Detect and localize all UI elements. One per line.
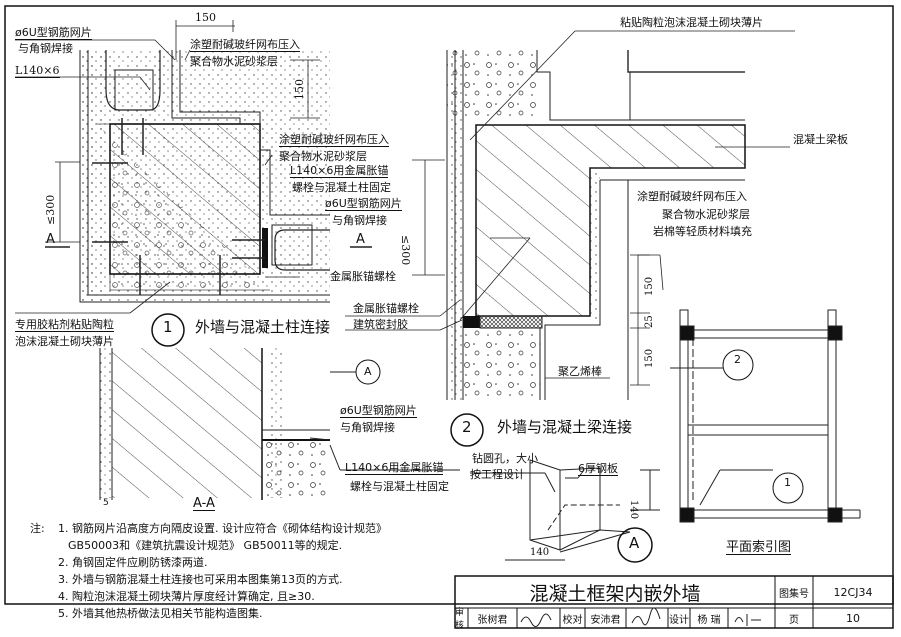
drawing-title: 混凝土框架内嵌外墙 — [529, 582, 701, 605]
rebar-label-1: ø6U型钢筋网片 — [15, 26, 92, 40]
detail-mark: A — [629, 534, 640, 552]
dimension-label: ≤300 — [44, 194, 57, 225]
detail-number: 2 — [462, 418, 472, 436]
anchor-label: 螺栓与混凝土柱固定 — [292, 181, 391, 194]
detail-a-drawing — [470, 459, 660, 563]
bolt-label: 金属胀锚螺栓 — [330, 270, 396, 283]
index-mark: 2 — [734, 353, 741, 366]
note-item: 3. 外墙与钢筋混凝土柱连接也可采用本图集第13页的方式. — [58, 573, 343, 586]
fill-label: 岩棉等轻质材料填充 — [653, 225, 752, 238]
hole-label: 按工程设计 — [470, 468, 525, 481]
dimension-label: 140 — [628, 500, 639, 520]
dimension-label: 140 — [530, 547, 550, 558]
notes-prefix: 注: — [30, 522, 45, 535]
detail-1-drawing — [15, 20, 445, 347]
anchor-label: 螺栓与混凝土柱固定 — [350, 480, 449, 493]
note-item: GB50003和《建筑抗震设计规范》 GB50011等的规定. — [68, 539, 343, 552]
coating-label: 聚合物水泥砂浆层 — [279, 150, 367, 163]
detail-title: 外墙与混凝土梁连接 — [497, 418, 633, 436]
coating-label: 聚合物水泥砂浆层 — [662, 208, 750, 221]
atlas-label: 图集号 — [779, 588, 809, 600]
note-item: 2. 角钢固定件应刷防锈漆两道. — [58, 556, 208, 569]
adhesive-label: 专用胶粘剂粘贴陶粒 — [15, 318, 114, 332]
beam-label: 混凝土梁板 — [793, 133, 848, 146]
dimension-label: 25 — [644, 315, 655, 328]
detail-title: 外墙与混凝土柱连接 — [195, 318, 331, 336]
checker-name: 安沛君 — [590, 614, 621, 626]
sheet-border — [4, 5, 894, 605]
detail-2-drawing — [345, 30, 795, 447]
note-item: 5. 外墙其他热桥做法见相关节能构造图集. — [58, 607, 263, 620]
dimension-label: 150 — [644, 348, 655, 368]
atlas-number: 12CJ34 — [833, 585, 873, 599]
plate-label: 6厚钢板 — [578, 462, 618, 476]
designer-name: 杨 瑞 — [697, 614, 721, 626]
index-mark: 1 — [784, 476, 791, 489]
coating-label: 聚合物水泥砂浆层 — [190, 55, 278, 68]
rod-label: 聚乙烯棒 — [558, 365, 602, 378]
check-label: 校对 — [562, 614, 583, 626]
coating-label: 涂塑耐碱玻纤网布压入 — [637, 190, 747, 203]
dimension-label: 150 — [195, 11, 216, 24]
title-block-lines — [454, 575, 894, 629]
page-number: 10 — [846, 611, 860, 625]
rebar-label-2: ø6U型钢筋网片 — [325, 197, 402, 211]
dimension-label: 5 — [103, 498, 109, 508]
hole-label: 钻圆孔，大小 — [472, 452, 538, 465]
bolt-label: 金属胀锚螺栓 — [353, 302, 419, 315]
angle-label: L140×6 — [15, 64, 60, 78]
anchor-label: L140×6用金属胀锚 — [345, 461, 444, 475]
rebar-label: 与角钢焊接 — [340, 421, 395, 434]
plan-index-drawing — [670, 309, 861, 523]
adhesive-label: 泡沫混凝土砌块薄片 — [15, 335, 114, 348]
section-title: A-A — [193, 496, 215, 511]
rebar-label-2: 与角钢焊接 — [332, 214, 387, 227]
section-aa-drawing — [99, 348, 460, 500]
plan-index-title: 平面索引图 — [726, 540, 792, 555]
veneer-label: 粘贴陶粒泡沫混凝土砌块薄片 — [620, 16, 763, 29]
note-item: 1. 钢筋网片沿高度方向隔皮设置. 设计应符合《砌体结构设计规范》 — [58, 522, 387, 535]
section-mark: A — [46, 232, 55, 247]
design-label: 设计 — [669, 614, 689, 626]
index-mark: A — [364, 365, 372, 378]
sealant-label: 建筑密封胶 — [353, 318, 408, 331]
page-label: 页 — [789, 614, 799, 626]
dimension-label: ≤300 — [399, 235, 412, 266]
label-line: ø6U型钢筋网片 — [15, 26, 92, 39]
dimension-label: 150 — [644, 276, 655, 296]
section-mark: A — [356, 232, 365, 247]
reviewer-name: 张树君 — [477, 614, 508, 626]
coating-label: 涂塑耐碱玻纤网布压入 — [190, 38, 300, 52]
review-label: 审核 — [455, 608, 465, 631]
label-line: 与角钢焊接 — [18, 42, 73, 55]
coating-label: 涂塑耐碱玻纤网布压入 — [279, 133, 389, 147]
signatures — [520, 607, 761, 627]
note-item: 4. 陶粒泡沫混凝土砌块薄片厚度经计算确定, 且≥30. — [58, 590, 315, 603]
detail-number: 1 — [163, 318, 173, 336]
dimension-label: 150 — [293, 79, 306, 100]
rebar-label: ø6U型钢筋网片 — [340, 404, 417, 418]
anchor-label: L140×6用金属胀锚 — [290, 164, 389, 178]
